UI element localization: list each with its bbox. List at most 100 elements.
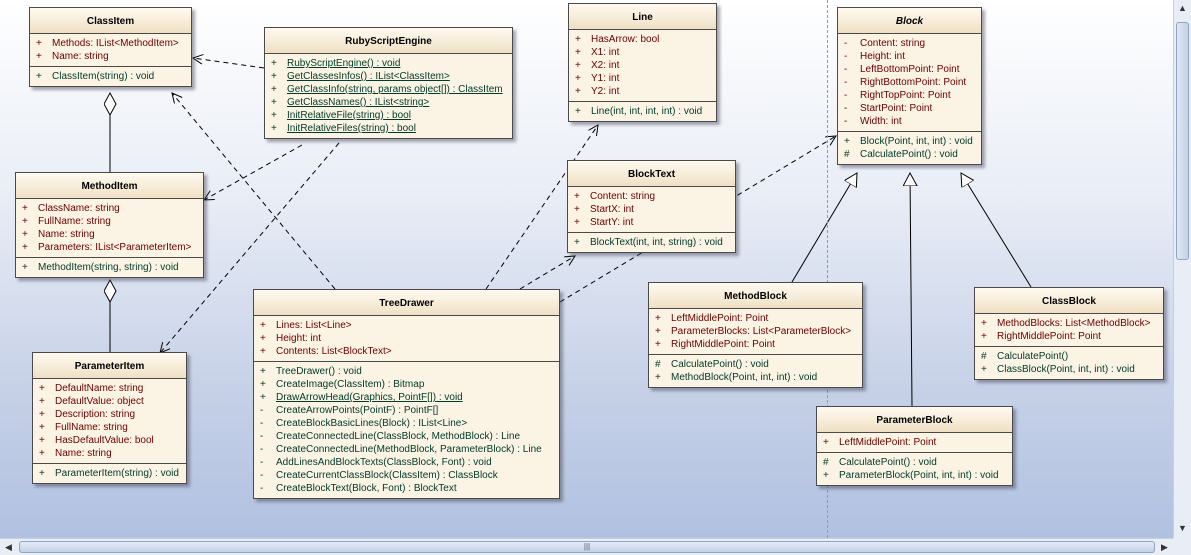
attribute-row[interactable]: +DefaultName: string	[33, 382, 186, 395]
attribute-row[interactable]: -Height: int	[838, 50, 981, 63]
operation-row[interactable]: +CreateImage(ClassItem) : Bitmap	[254, 378, 559, 391]
attribute-row[interactable]: +Name: string	[30, 50, 191, 63]
operation-row[interactable]: +RubyScriptEngine() : void	[265, 57, 512, 70]
operation-row[interactable]: -CreateBlockText(Block, Font) : BlockTex…	[254, 482, 559, 495]
attribute-row[interactable]: +Lines: List<Line>	[254, 319, 559, 332]
attribute-row[interactable]: +RightMiddlePoint: Point	[649, 338, 862, 351]
attribute-row[interactable]: -Content: string	[838, 37, 981, 50]
operation-row[interactable]: +MethodBlock(Point, int, int) : void	[649, 371, 862, 384]
operation-row[interactable]: +Line(int, int, int, int) : void	[569, 105, 716, 118]
attribute-row[interactable]: +X1: int	[569, 46, 716, 59]
attribute-row[interactable]: +HasArrow: bool	[569, 33, 716, 46]
attribute-row[interactable]: -StartPoint: Point	[838, 102, 981, 115]
attribute-row[interactable]: +X2: int	[569, 59, 716, 72]
class-box-line[interactable]: Line+HasArrow: bool+X1: int+X2: int+Y1: …	[568, 3, 717, 122]
attribute-row[interactable]: +Description: string	[33, 408, 186, 421]
operation-row[interactable]: +BlockText(int, int, string) : void	[568, 236, 735, 249]
attribute-row[interactable]: -RightBottomPoint: Point	[838, 76, 981, 89]
scroll-left-icon[interactable]: ◀	[5, 542, 12, 552]
vertical-scroll-thumb[interactable]	[1176, 22, 1189, 260]
diagram-canvas[interactable]: ClassItem+Methods: IList<MethodItem>+Nam…	[0, 0, 1173, 538]
class-box-ruby-script-engine[interactable]: RubyScriptEngine+RubyScriptEngine() : vo…	[264, 27, 513, 139]
attribute-row[interactable]: +Methods: IList<MethodItem>	[30, 37, 191, 50]
attribute-row[interactable]: +StartY: int	[568, 216, 735, 229]
attribute-row[interactable]: +FullName: string	[33, 421, 186, 434]
class-box-method-item[interactable]: MethodItem+ClassName: string+FullName: s…	[15, 172, 204, 278]
attribute-row[interactable]: +Y2: int	[569, 85, 716, 98]
class-name: ParameterItem	[33, 353, 186, 379]
visibility-marker: -	[844, 51, 848, 62]
attribute-row[interactable]: +RightMiddlePoint: Point	[975, 330, 1163, 343]
operation-row[interactable]: +DrawArrowHead(Graphics, PointF[]) : voi…	[254, 391, 559, 404]
attribute-row[interactable]: +ClassName: string	[16, 202, 203, 215]
attribute-row[interactable]: +ParameterBlocks: List<ParameterBlock>	[649, 325, 862, 338]
attribute-row[interactable]: +Content: string	[568, 190, 735, 203]
attribute-row[interactable]: +DefaultValue: object	[33, 395, 186, 408]
scroll-down-icon[interactable]: ▼	[1178, 523, 1187, 533]
class-box-parameter-block[interactable]: ParameterBlock+LeftMiddlePoint: Point#Ca…	[816, 406, 1013, 486]
attribute-row[interactable]: +Name: string	[33, 447, 186, 460]
class-box-method-block[interactable]: MethodBlock+LeftMiddlePoint: Point+Param…	[648, 282, 863, 388]
vertical-scrollbar[interactable]: ▲ ▼	[1173, 0, 1191, 538]
operation-row[interactable]: +ParameterItem(string) : void	[33, 467, 186, 480]
attribute-row[interactable]: +StartX: int	[568, 203, 735, 216]
horizontal-scroll-thumb[interactable]: |||	[19, 541, 1155, 553]
attribute-row[interactable]: -LeftBottomPoint: Point	[838, 63, 981, 76]
class-box-tree-drawer[interactable]: TreeDrawer+Lines: List<Line>+Height: int…	[253, 289, 560, 499]
generalization-edge-method-block-to-block[interactable]	[791, 173, 857, 283]
dependency-edge-ruby-script-engine-to-parameter-item[interactable]	[160, 142, 340, 353]
class-box-class-item[interactable]: ClassItem+Methods: IList<MethodItem>+Nam…	[29, 7, 192, 87]
class-box-class-block[interactable]: ClassBlock+MethodBlocks: List<MethodBloc…	[974, 287, 1164, 380]
operation-row[interactable]: +GetClassInfo(string, params object[]) :…	[265, 83, 512, 96]
operation-row[interactable]: +GetClassNames() : IList<string>	[265, 96, 512, 109]
operation-row[interactable]: +TreeDrawer() : void	[254, 365, 559, 378]
operation-row[interactable]: -CreateBlockBasicLines(Block) : IList<Li…	[254, 417, 559, 430]
visibility-marker: +	[844, 136, 850, 147]
attribute-row[interactable]: +HasDefaultValue: bool	[33, 434, 186, 447]
operation-row[interactable]: +ClassBlock(Point, int, int) : void	[975, 363, 1163, 376]
operation-row[interactable]: -CreateConnectedLine(MethodBlock, Parame…	[254, 443, 559, 456]
operation-row[interactable]: +ClassItem(string) : void	[30, 70, 191, 83]
operation-text: CreateCurrentClassBlock(ClassItem) : Cla…	[276, 470, 498, 481]
dependency-edge-tree-drawer-to-class-item[interactable]	[172, 93, 336, 290]
operation-row[interactable]: +Block(Point, int, int) : void	[838, 135, 981, 148]
operation-row[interactable]: -CreateArrowPoints(PointF) : PointF[]	[254, 404, 559, 417]
operation-row[interactable]: +InitRelativeFiles(string) : bool	[265, 122, 512, 135]
attribute-row[interactable]: +Height: int	[254, 332, 559, 345]
scroll-right-icon[interactable]: ▶	[1161, 542, 1168, 552]
operation-row[interactable]: #CalculatePoint() : void	[838, 148, 981, 161]
dependency-edge-tree-drawer-to-block-text[interactable]	[519, 256, 575, 290]
operation-row[interactable]: -CreateCurrentClassBlock(ClassItem) : Cl…	[254, 469, 559, 482]
horizontal-scrollbar[interactable]: ◀ ||| ▶	[0, 538, 1173, 555]
attribute-text: RightTopPoint: Point	[860, 90, 951, 101]
operation-row[interactable]: +ParameterBlock(Point, int, int) : void	[817, 469, 1012, 482]
class-box-block-text[interactable]: BlockText+Content: string+StartX: int+St…	[567, 160, 736, 253]
attribute-row[interactable]: -RightTopPoint: Point	[838, 89, 981, 102]
operation-row[interactable]: +InitRelativeFile(string) : bool	[265, 109, 512, 122]
dependency-edge-ruby-script-engine-to-method-item[interactable]	[204, 144, 303, 200]
attribute-text: Description: string	[55, 409, 136, 420]
attribute-row[interactable]: +MethodBlocks: List<MethodBlock>	[975, 317, 1163, 330]
class-box-parameter-item[interactable]: ParameterItem +DefaultName: string+Defaul…	[32, 352, 187, 484]
attribute-row[interactable]: +FullName: string	[16, 215, 203, 228]
dependency-edge-tree-drawer-to-line[interactable]	[485, 125, 598, 290]
class-box-block[interactable]: Block-Content: string-Height: int-LeftBo…	[837, 7, 982, 165]
attribute-row[interactable]: +Y1: int	[569, 72, 716, 85]
operation-row[interactable]: +MethodItem(string, string) : void	[16, 261, 203, 274]
operation-row[interactable]: #CalculatePoint()	[975, 350, 1163, 363]
operation-row[interactable]: #CalculatePoint() : void	[817, 456, 1012, 469]
operation-row[interactable]: #CalculatePoint() : void	[649, 358, 862, 371]
generalization-edge-class-block-to-block[interactable]	[961, 173, 1032, 288]
dependency-edge-ruby-script-engine-to-class-item[interactable]	[193, 58, 265, 69]
attribute-row[interactable]: +Name: string	[16, 228, 203, 241]
attribute-row[interactable]: -Width: int	[838, 115, 981, 128]
operation-row[interactable]: -AddLinesAndBlockTexts(ClassBlock, Font)…	[254, 456, 559, 469]
attribute-row[interactable]: +LeftMiddlePoint: Point	[817, 436, 1012, 449]
attribute-row[interactable]: +Parameters: IList<ParameterItem>	[16, 241, 203, 254]
operation-row[interactable]: -CreateConnectedLine(ClassBlock, MethodB…	[254, 430, 559, 443]
scroll-up-icon[interactable]: ▲	[1178, 3, 1187, 13]
attribute-row[interactable]: +Contents: List<BlockText>	[254, 345, 559, 358]
operation-row[interactable]: +GetClassesInfos() : IList<ClassItem>	[265, 70, 512, 83]
generalization-edge-parameter-block-to-block[interactable]	[910, 173, 912, 407]
attribute-row[interactable]: +LeftMiddlePoint: Point	[649, 312, 862, 325]
